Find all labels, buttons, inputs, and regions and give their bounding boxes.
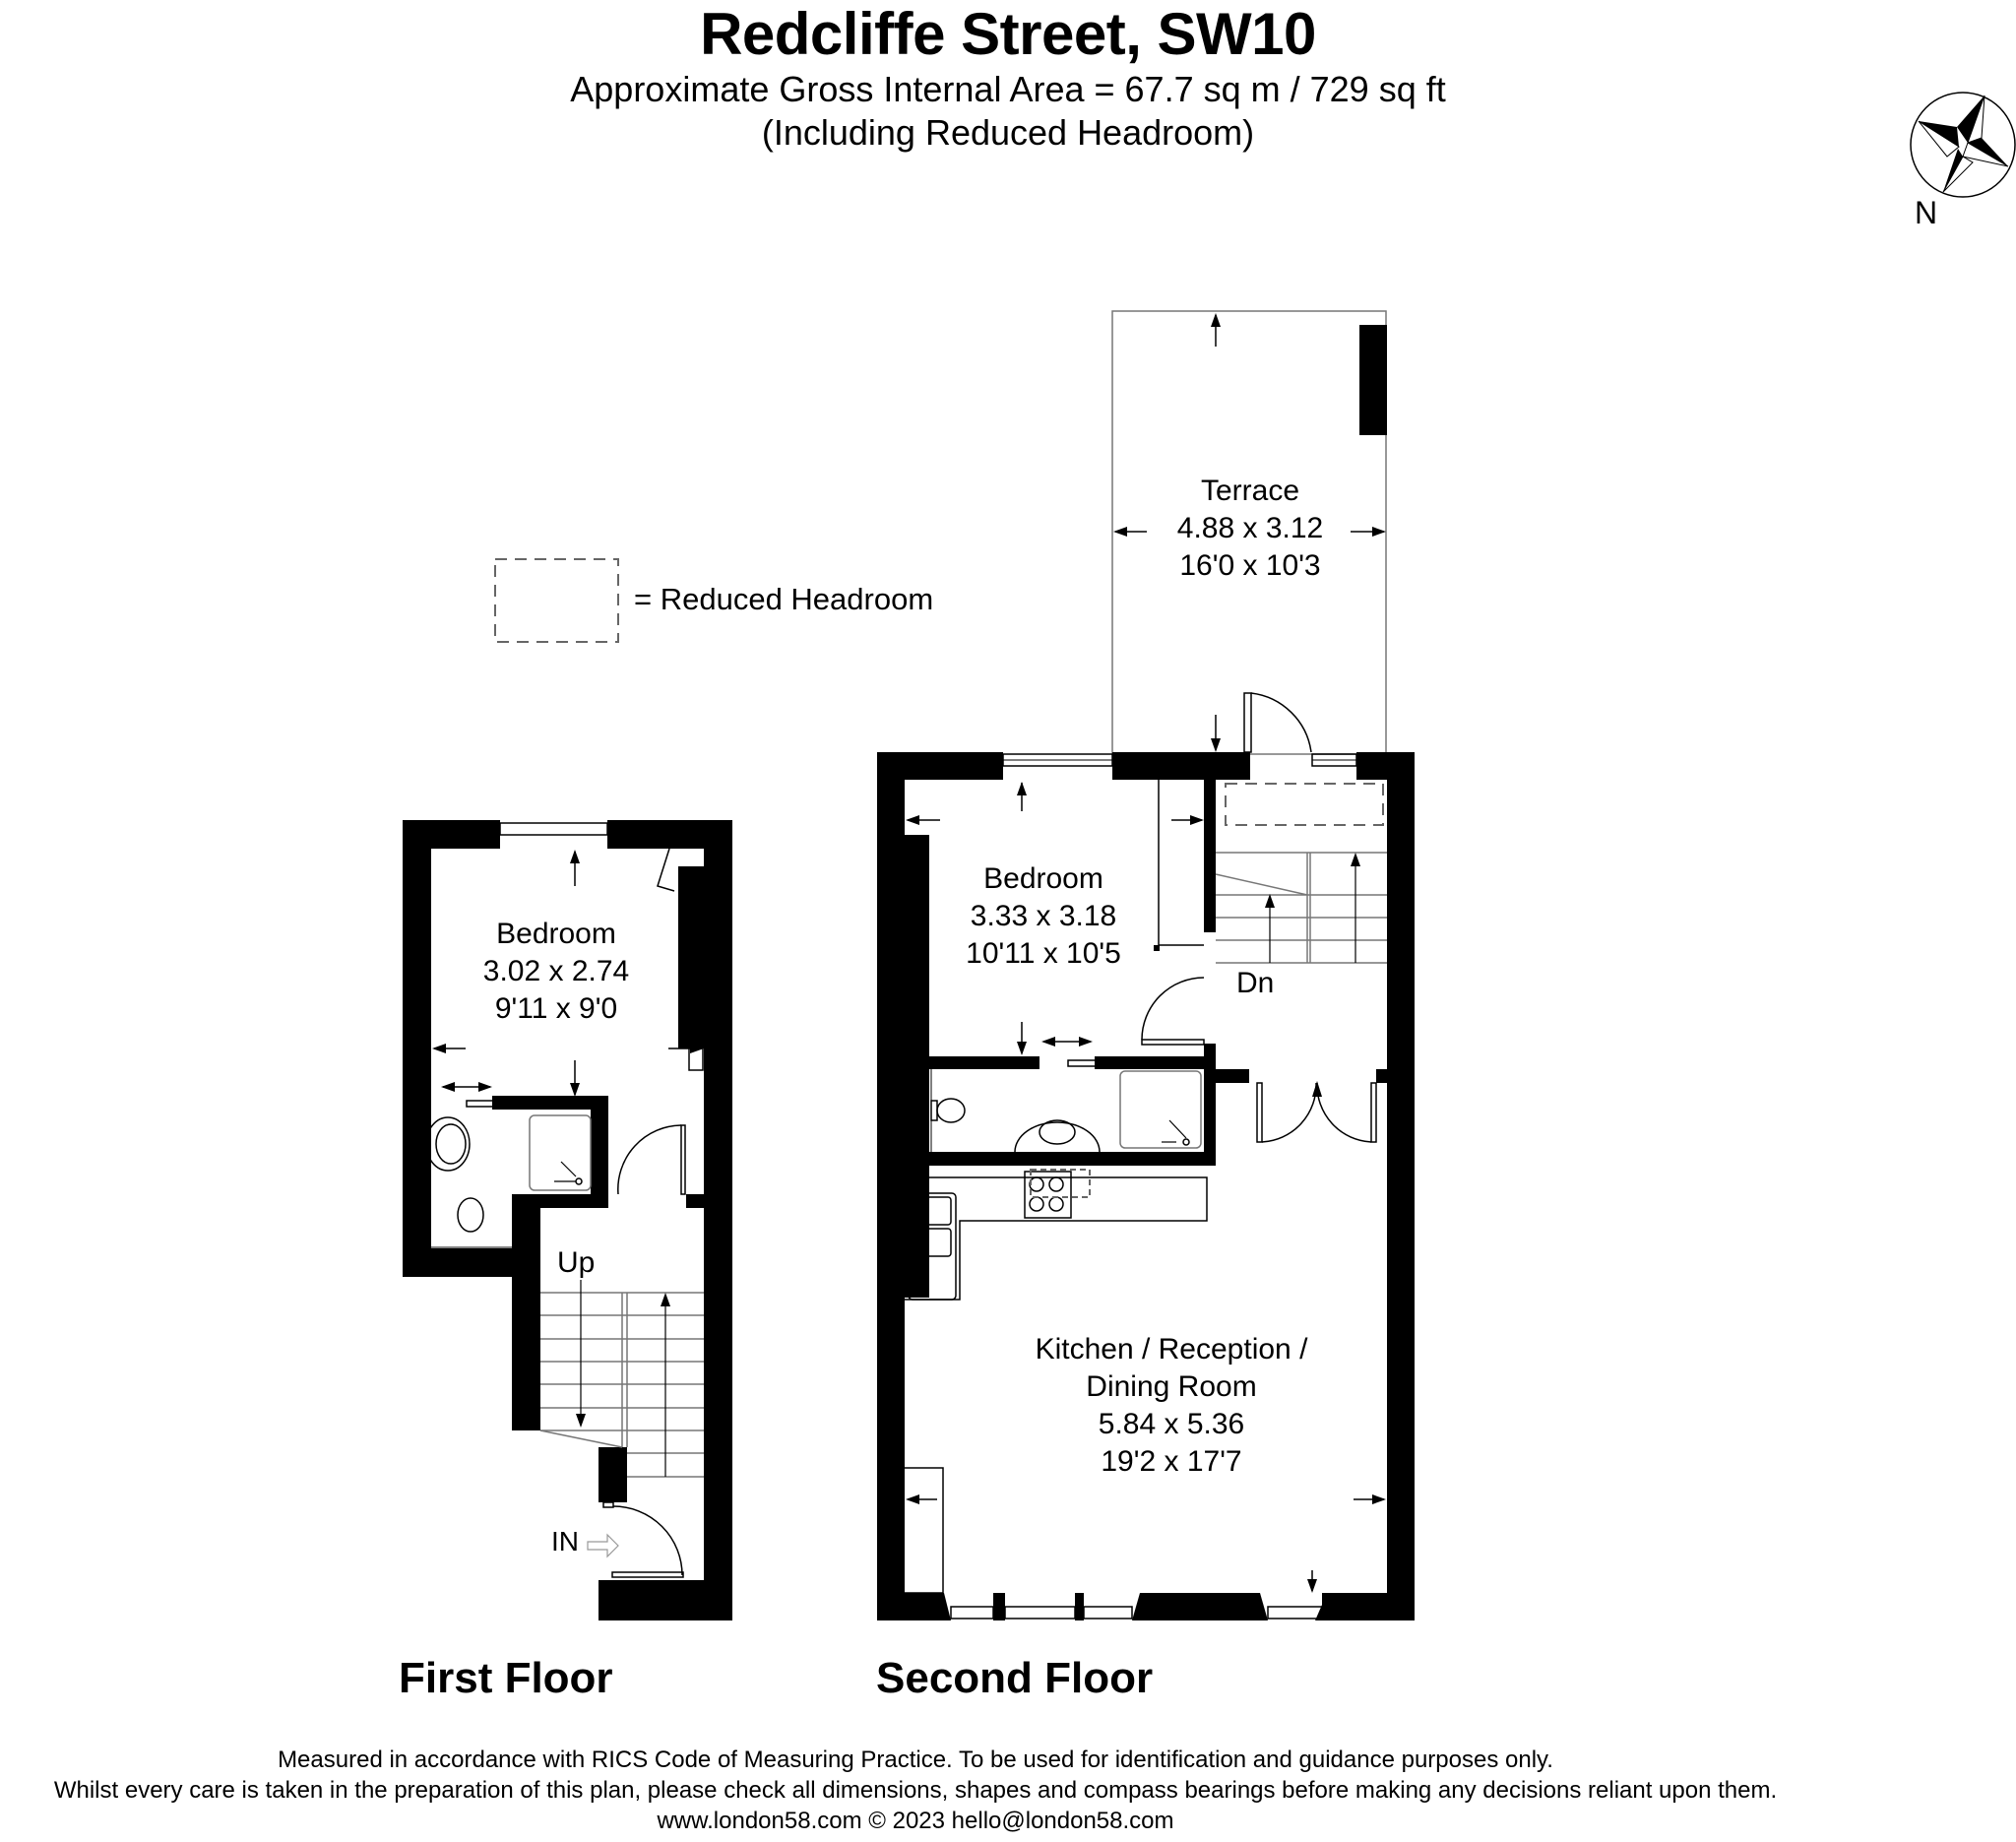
stairs-up-label: Up [557,1246,596,1279]
room-imperial: 16'0 x 10'3 [1179,549,1321,582]
reduced-headroom-legend-box [494,558,619,643]
terrace-outline [1111,310,1387,755]
room-name-line1: Kitchen / Reception / [1035,1333,1308,1366]
room-name: Bedroom [983,862,1103,895]
room-metric: 3.02 x 2.74 [482,955,630,987]
footer-disclaimer-line1: Measured in accordance with RICS Code of… [278,1747,1553,1773]
reduced-headroom-legend-label: = Reduced Headroom [634,582,934,616]
room-name-line2: Dining Room [1086,1370,1257,1403]
room-metric: 3.33 x 3.18 [970,900,1117,932]
gross-internal-area: Approximate Gross Internal Area = 67.7 s… [570,69,1446,109]
room-imperial: 10'11 x 10'5 [966,937,1121,970]
room-label-second-floor-bedroom: Bedroom 3.33 x 3.18 10'11 x 10'5 [925,860,1162,973]
compass-north-label: N [1915,195,1938,230]
room-imperial: 9'11 x 9'0 [494,992,618,1025]
first-floor-fixtures [403,848,704,1578]
room-name: Bedroom [496,918,616,950]
room-imperial: 19'2 x 17'7 [1101,1445,1242,1478]
footer-contact: www.london58.com © 2023 hello@london58.c… [657,1808,1174,1834]
room-name: Terrace [1200,475,1300,507]
room-metric: 5.84 x 5.36 [1098,1408,1245,1440]
second-floor-fixtures [903,780,1387,1594]
second-floor-walls [877,752,1415,1620]
floor-label-second: Second Floor [876,1654,1154,1702]
room-metric: 4.88 x 3.12 [1176,512,1324,544]
room-label-kitchen-reception-dining: Kitchen / Reception / Dining Room 5.84 x… [984,1331,1358,1481]
stairs-down-label: Dn [1236,967,1275,999]
room-label-terrace: Terrace 4.88 x 3.12 16'0 x 10'3 [1132,473,1368,585]
headroom-note: (Including Reduced Headroom) [761,112,1255,153]
entrance-label: IN [551,1526,579,1556]
footer-disclaimer-line2: Whilst every care is taken in the prepar… [53,1777,1778,1804]
plan-title: Redcliffe Street, SW10 [700,1,1316,67]
first-floor-walls [403,820,732,1620]
room-label-first-floor-bedroom: Bedroom 3.02 x 2.74 9'11 x 9'0 [443,916,669,1028]
floor-label-first: First Floor [399,1654,613,1702]
compass-rose-icon [1910,92,2016,198]
